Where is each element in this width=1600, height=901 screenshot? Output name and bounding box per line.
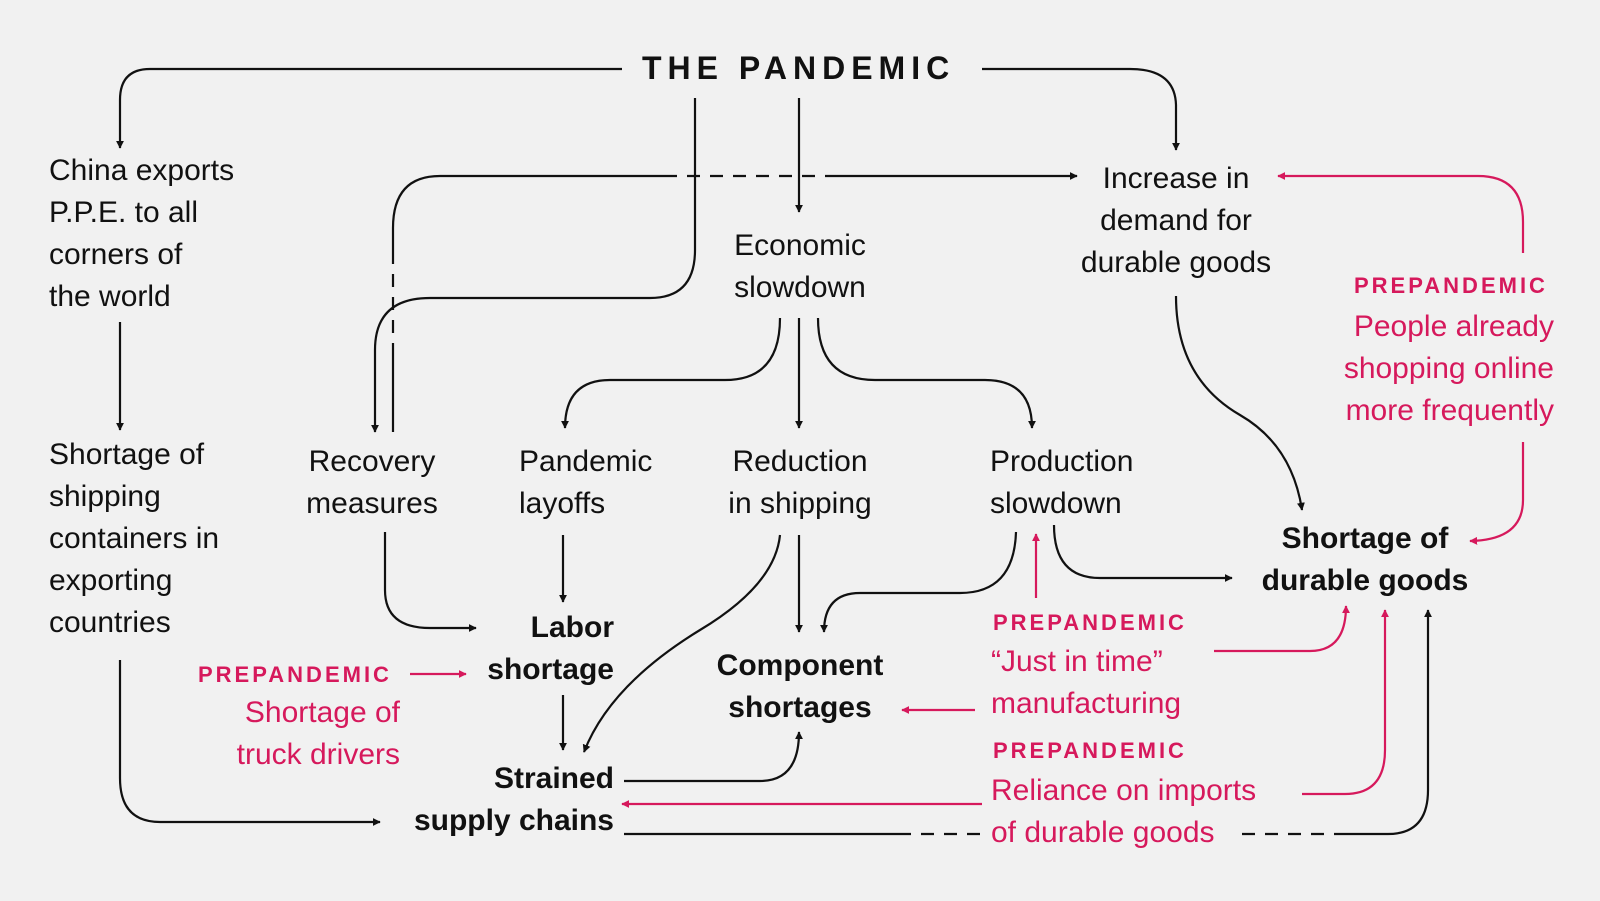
edge-recovery-to-labor (383, 532, 477, 632)
edge-recovery-to-demand-solid-b (391, 174, 664, 258)
prepandemic-jit: “Just in time” manufacturing (991, 645, 1182, 720)
node-economic-slowdown: Economic slowdown (734, 229, 866, 304)
edge-online-to-durable (1469, 442, 1525, 545)
edge-demand-to-durable (1174, 295, 1305, 511)
edge-economic-to-layoffs (561, 317, 782, 429)
edge-pandemic-to-china (116, 67, 622, 149)
edge-reduction-to-strained (582, 534, 782, 753)
node-china-exports: China exports P.P.E. to all corners of t… (49, 154, 235, 313)
node-labor-shortage: Labor shortage (487, 611, 614, 686)
prepandemic-tag-truck: PREPANDEMIC (198, 662, 392, 687)
edge-production-to-durable (1052, 524, 1233, 582)
node-increase-demand: Increase in demand for durable goods (1080, 162, 1272, 279)
edge-strained-to-durable-solid-b (1342, 609, 1432, 836)
edge-production-to-component (820, 531, 1018, 633)
node-shortage-containers: Shortage of shipping containers in expor… (49, 438, 220, 639)
node-reduction-shipping: Reduction in shipping (728, 445, 872, 520)
edge-jit-to-durable (1214, 605, 1350, 653)
node-recovery-measures: Recovery measures (306, 445, 438, 520)
node-pandemic-layoffs: Pandemic layoffs (519, 445, 653, 520)
edge-containers-to-strained (118, 660, 381, 826)
pandemic-title: THE PANDEMIC (642, 50, 956, 86)
edge-economic-to-production (816, 317, 1036, 429)
edge-pandemic-to-demand (982, 67, 1180, 151)
prepandemic-online: People already shopping online more freq… (1343, 310, 1554, 427)
edge-online-to-demand (1277, 172, 1525, 253)
edge-pandemic-to-recovery (371, 98, 697, 433)
node-shortage-durable: Shortage of durable goods (1261, 522, 1469, 597)
prepandemic-truck: Shortage of truck drivers (236, 696, 400, 771)
node-component-shortages: Component shortages (716, 649, 884, 724)
node-production-slowdown: Production slowdown (990, 445, 1134, 520)
node-strained-supply: Strained supply chains (413, 762, 614, 837)
edge-imports-to-durable (1302, 609, 1389, 796)
prepandemic-tag-imports: PREPANDEMIC (993, 738, 1187, 763)
prepandemic-imports: Reliance on imports of durable goods (991, 774, 1257, 849)
prepandemic-tag-online: PREPANDEMIC (1354, 273, 1548, 298)
prepandemic-tag-jit: PREPANDEMIC (993, 610, 1187, 635)
edge-strained-to-component (624, 731, 803, 783)
